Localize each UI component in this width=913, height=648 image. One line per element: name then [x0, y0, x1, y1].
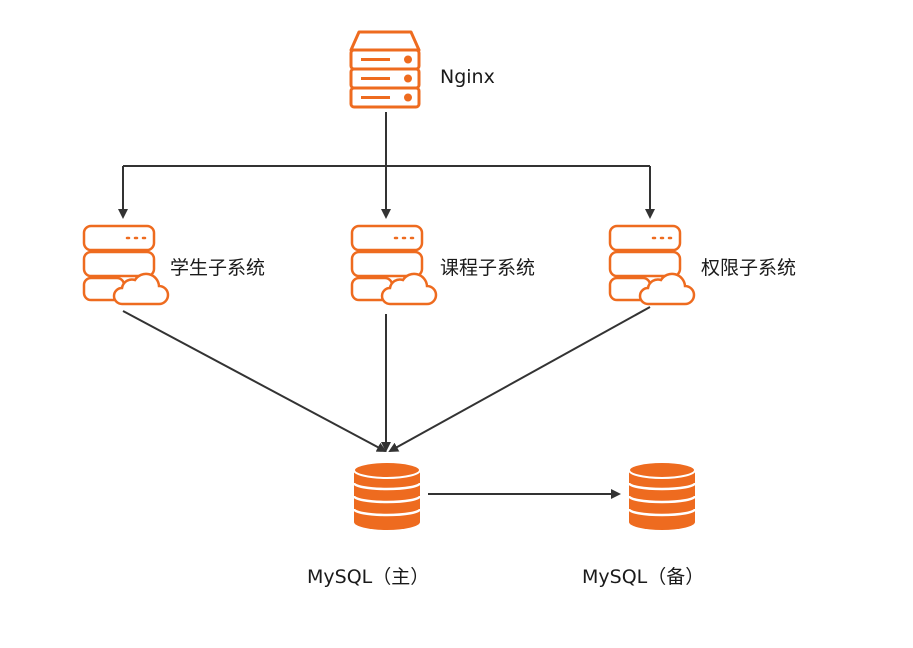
cloud-server-icon: [608, 224, 696, 306]
cloud-server-icon: [350, 224, 438, 306]
student-subsystem-label: 学生子系统: [170, 257, 266, 279]
cloud-server-icon: [82, 224, 170, 306]
mysql-master-label: MySQL（主）: [307, 566, 430, 588]
auth-subsystem-label: 权限子系统: [701, 257, 797, 279]
nginx-label: Nginx: [440, 66, 495, 88]
edge-auth-to-mysql: [388, 306, 651, 452]
database-icon: [352, 461, 422, 530]
server-rack-icon: [349, 30, 421, 109]
course-subsystem-label: 课程子系统: [440, 257, 536, 279]
mysql-backup-label: MySQL（备）: [582, 566, 705, 588]
edge-student-to-mysql: [122, 310, 387, 452]
connectors: [118, 112, 655, 499]
database-icon: [627, 461, 697, 530]
